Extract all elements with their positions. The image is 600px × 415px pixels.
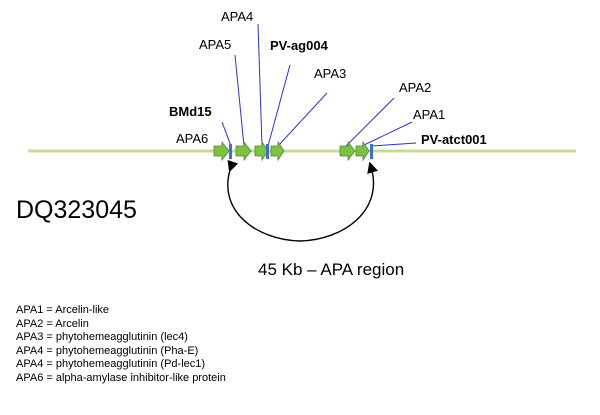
leader-line-pv-atct001 (371, 142, 417, 147)
marker-label-pv-ag004: PV-ag004 (270, 38, 329, 53)
leader-lines (221, 23, 417, 147)
marker-label-pv-atct001: PV-atct001 (421, 132, 487, 147)
gene-arrow-apa1 (355, 140, 370, 162)
gene-label-apa1: APA1 (413, 107, 445, 122)
leader-line-pv-ag004 (267, 64, 291, 147)
gene-arrow-apa2 (339, 140, 356, 162)
gene-label-apa5: APA5 (199, 37, 231, 52)
legend-item: APA6 = alpha-amylase inhibitor-like prot… (16, 371, 226, 384)
gene-label-apa6: APA6 (176, 131, 208, 146)
gene-arrow-apa4 (254, 140, 269, 162)
gene-arrow-apa6 (213, 140, 230, 162)
region-caption: 45 Kb – APA region (258, 260, 405, 279)
gene-label-apa4: APA4 (221, 9, 253, 24)
leader-line-bmd15 (221, 121, 232, 147)
legend-item: APA3 = phytohemeagglutinin (lec4) (16, 331, 188, 344)
gene-arrows (213, 140, 370, 162)
gene-arrow-apa3 (270, 140, 285, 162)
legend-item: APA4 = phytohemeagglutinin (Pha-E) (16, 344, 199, 357)
marker-ticks (229, 144, 373, 159)
accession-number: DQ323045 (16, 196, 137, 224)
marker-tick-pv-atct001 (370, 144, 373, 159)
gene-arrow-apa5 (235, 140, 252, 162)
legend-item: APA1 = Arcelin-like (16, 304, 110, 316)
marker-tick-pv-ag004 (266, 144, 269, 159)
leader-line-apa2 (345, 97, 395, 147)
leader-line-apa4 (257, 23, 263, 147)
marker-label-bmd15: BMd15 (169, 104, 212, 119)
leader-line-apa5 (234, 54, 245, 147)
gene-legend: APA1 = Arcelin-like APA2 = Arcelin APA3 … (16, 304, 226, 386)
legend-item: APA2 = Arcelin (16, 317, 89, 330)
marker-tick-bmd15 (229, 144, 232, 159)
leader-line-apa3 (277, 92, 328, 147)
legend-item: APA4 = phytohemeagglutinin (Pd-lec1) (16, 358, 206, 371)
gene-label-apa2: APA2 (399, 80, 431, 95)
gene-label-apa3: APA3 (314, 66, 346, 81)
leader-line-apa1 (361, 121, 413, 147)
region-span-arc (227, 159, 378, 242)
